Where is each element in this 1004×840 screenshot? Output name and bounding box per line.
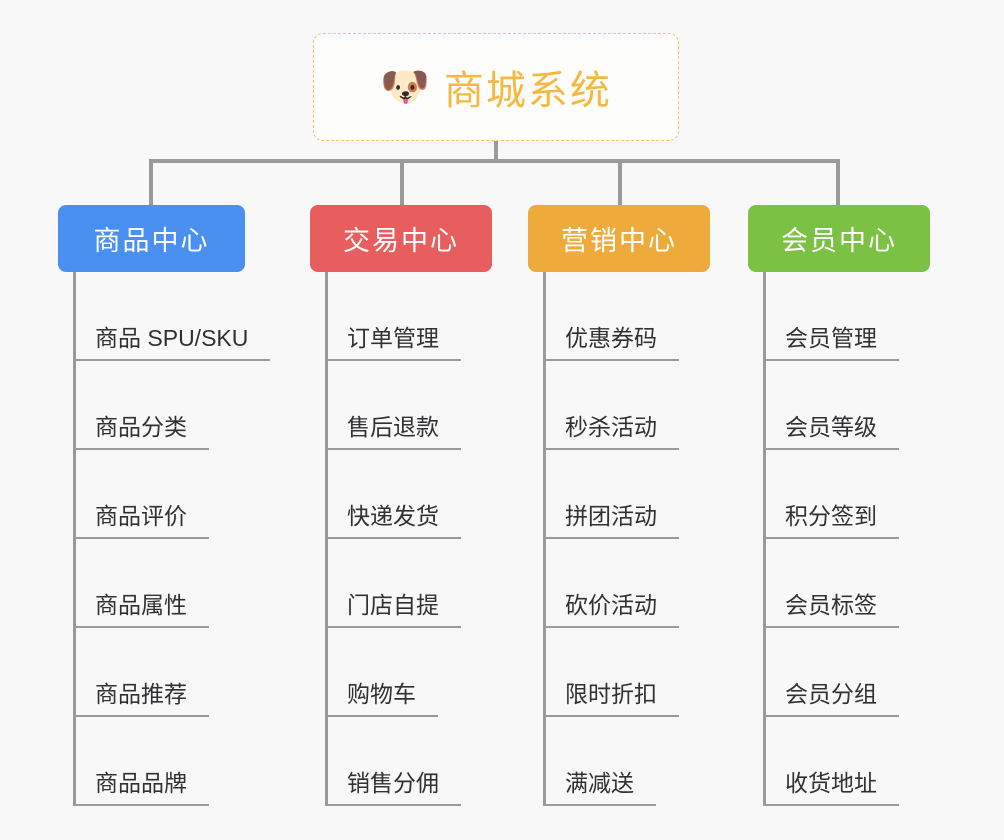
category-header-label: 交易中心 — [343, 226, 459, 256]
root-node-shopping-mall-system[interactable]: 🐶 商城系统 — [313, 33, 679, 141]
category-header-1[interactable]: 商品中心 — [58, 205, 245, 272]
sub-item-list-2: 订单管理售后退款快递发货门店自提购物车销售分佣 — [310, 272, 492, 806]
sub-item-label: 购物车 — [325, 680, 438, 717]
sub-item-list-3: 优惠券码秒杀活动拼团活动砍价活动限时折扣满减送 — [528, 272, 710, 806]
sub-item-label: 砍价活动 — [543, 591, 679, 628]
category-header-4[interactable]: 会员中心 — [748, 205, 930, 272]
sub-item-label: 积分签到 — [763, 502, 899, 539]
category-header-3[interactable]: 营销中心 — [528, 205, 710, 272]
sub-item-label: 商品属性 — [73, 591, 209, 628]
sub-item[interactable]: 收货地址 — [748, 717, 930, 806]
connector-spine-2 — [325, 272, 328, 806]
sub-item[interactable]: 快递发货 — [310, 450, 492, 539]
sub-item-label: 商品分类 — [73, 413, 209, 450]
sub-item-label: 商品推荐 — [73, 680, 209, 717]
connector-spine-4 — [763, 272, 766, 806]
category-column-4: 会员中心会员管理会员等级积分签到会员标签会员分组收货地址 — [748, 205, 930, 806]
sub-item[interactable]: 商品属性 — [58, 539, 245, 628]
sub-item[interactable]: 商品评价 — [58, 450, 245, 539]
sub-item-label: 会员管理 — [763, 324, 899, 361]
sub-item[interactable]: 售后退款 — [310, 361, 492, 450]
sub-item[interactable]: 会员标签 — [748, 539, 930, 628]
category-column-1: 商品中心商品 SPU/SKU 商品分类商品评价商品属性商品推荐商品品牌 — [58, 205, 271, 806]
connector-drop-4 — [836, 159, 840, 207]
sub-item[interactable]: 满减送 — [528, 717, 710, 806]
sub-item[interactable]: 会员等级 — [748, 361, 930, 450]
shiba-dog-face-icon: 🐶 — [380, 65, 430, 109]
connector-drop-1 — [149, 159, 153, 207]
sub-item[interactable]: 门店自提 — [310, 539, 492, 628]
sub-item-label: 收货地址 — [763, 769, 899, 806]
category-header-label: 会员中心 — [781, 226, 897, 256]
category-column-3: 营销中心优惠券码秒杀活动拼团活动砍价活动限时折扣满减送 — [528, 205, 710, 806]
sub-item-label: 订单管理 — [325, 324, 461, 361]
sub-item-label: 快递发货 — [325, 502, 461, 539]
sub-item[interactable]: 商品分类 — [58, 361, 245, 450]
sub-item-label: 满减送 — [543, 769, 656, 806]
sub-item-label: 会员分组 — [763, 680, 899, 717]
sub-item-label: 会员标签 — [763, 591, 899, 628]
sub-item[interactable]: 拼团活动 — [528, 450, 710, 539]
sub-item[interactable]: 订单管理 — [310, 272, 492, 361]
connector-spine-3 — [543, 272, 546, 806]
connector-horizontal-bus — [149, 159, 840, 163]
sub-item-list-4: 会员管理会员等级积分签到会员标签会员分组收货地址 — [748, 272, 930, 806]
sub-item-label: 门店自提 — [325, 591, 461, 628]
sub-item[interactable]: 商品品牌 — [58, 717, 245, 806]
connector-drop-3 — [618, 159, 622, 207]
root-node-title: 商城系统 — [443, 69, 612, 113]
connector-root-stem — [494, 141, 498, 163]
sub-item-label: 销售分佣 — [325, 769, 461, 806]
sub-item-label: 售后退款 — [325, 413, 461, 450]
sub-item[interactable]: 商品 SPU/SKU — [58, 272, 271, 361]
sub-item-label: 商品品牌 — [73, 769, 209, 806]
sub-item-label: 商品评价 — [73, 502, 209, 539]
sub-item-label: 秒杀活动 — [543, 413, 679, 450]
category-header-2[interactable]: 交易中心 — [310, 205, 492, 272]
sub-item-label: 限时折扣 — [543, 680, 679, 717]
sub-item[interactable]: 优惠券码 — [528, 272, 710, 361]
category-header-label: 商品中心 — [93, 226, 210, 256]
connector-spine-1 — [73, 272, 76, 806]
sub-item-label: 会员等级 — [763, 413, 899, 450]
category-header-label: 营销中心 — [561, 226, 677, 256]
sub-item[interactable]: 会员管理 — [748, 272, 930, 361]
sub-item-label: 商品 SPU/SKU — [73, 324, 271, 361]
category-column-2: 交易中心订单管理售后退款快递发货门店自提购物车销售分佣 — [310, 205, 492, 806]
sub-item-label: 优惠券码 — [543, 324, 679, 361]
sub-item[interactable]: 限时折扣 — [528, 628, 710, 717]
sub-item[interactable]: 销售分佣 — [310, 717, 492, 806]
sub-item[interactable]: 积分签到 — [748, 450, 930, 539]
sub-item-list-1: 商品 SPU/SKU 商品分类商品评价商品属性商品推荐商品品牌 — [58, 272, 271, 806]
sub-item[interactable]: 秒杀活动 — [528, 361, 710, 450]
connector-drop-2 — [400, 159, 404, 207]
sub-item[interactable]: 购物车 — [310, 628, 492, 717]
sub-item[interactable]: 砍价活动 — [528, 539, 710, 628]
sub-item[interactable]: 商品推荐 — [58, 628, 245, 717]
sub-item[interactable]: 会员分组 — [748, 628, 930, 717]
sub-item-label: 拼团活动 — [543, 502, 679, 539]
